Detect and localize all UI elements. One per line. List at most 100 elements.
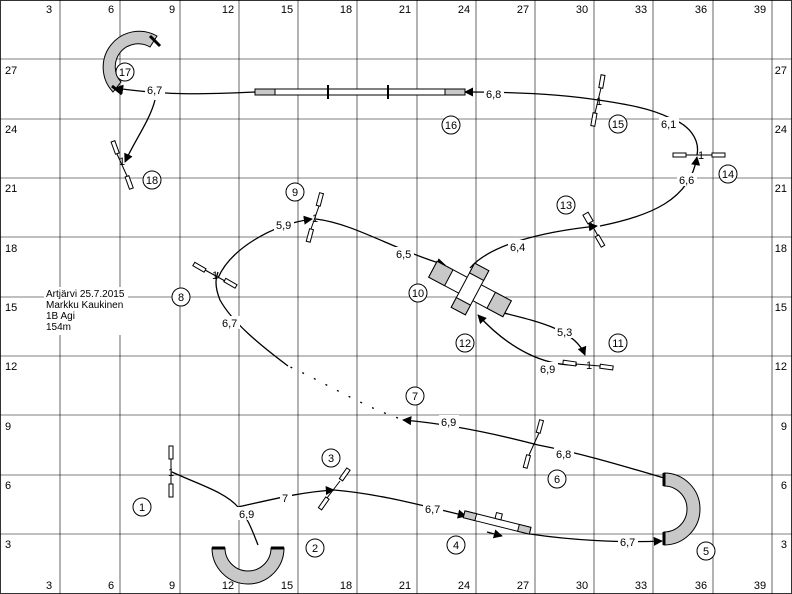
jump-3 bbox=[317, 467, 351, 511]
distance-label: 6,6 bbox=[677, 173, 697, 187]
svg-text:6,6: 6,6 bbox=[679, 175, 694, 187]
y-tick-label: 12 bbox=[5, 361, 17, 373]
svg-text:6,7: 6,7 bbox=[620, 537, 635, 549]
x-tick-label: 33 bbox=[635, 4, 647, 16]
number-7: 7 bbox=[405, 386, 425, 406]
jump-13 bbox=[582, 211, 606, 248]
path-17-18 bbox=[124, 99, 156, 163]
y-tick-label: 18 bbox=[5, 243, 17, 255]
path-8-9 bbox=[217, 215, 313, 279]
svg-text:6,5: 6,5 bbox=[396, 249, 411, 261]
distance-label: 6,4 bbox=[508, 240, 528, 254]
svg-text:6,9: 6,9 bbox=[441, 417, 456, 429]
y-tick-label: 3 bbox=[781, 539, 787, 551]
distance-label: 6,8 bbox=[484, 87, 504, 101]
y-tick-label: 21 bbox=[775, 183, 787, 195]
number-16: 16 bbox=[441, 115, 461, 135]
tunnel-5 bbox=[662, 472, 701, 546]
distance-label: 6,7 bbox=[423, 502, 443, 516]
svg-text:8: 8 bbox=[178, 292, 184, 304]
path-10-11 bbox=[499, 311, 587, 356]
number-17: 17 bbox=[115, 62, 135, 82]
distance-label: 6,7 bbox=[220, 316, 240, 330]
jump-1: 1 bbox=[168, 445, 174, 498]
svg-text:6,7: 6,7 bbox=[147, 85, 162, 97]
svg-text:1: 1 bbox=[312, 213, 318, 225]
number-14: 14 bbox=[718, 164, 738, 184]
distance-label: 6,9 bbox=[439, 415, 459, 429]
svg-text:1: 1 bbox=[212, 270, 218, 282]
obstacles: 1 bbox=[102, 30, 726, 585]
path-16-17 bbox=[114, 84, 257, 95]
distance-label: 5,3 bbox=[555, 325, 575, 339]
path-8 bbox=[215, 271, 289, 367]
x-tick-label: 36 bbox=[695, 580, 707, 592]
jump-9: 1 bbox=[305, 192, 325, 243]
svg-text:6,7: 6,7 bbox=[222, 318, 237, 330]
jump-8: 1 bbox=[192, 261, 238, 289]
svg-text:6,8: 6,8 bbox=[556, 449, 571, 461]
course-path bbox=[114, 84, 701, 546]
distance-label: 6,7 bbox=[145, 83, 165, 97]
tunnel-2 bbox=[211, 546, 285, 585]
svg-text:11: 11 bbox=[612, 338, 623, 350]
x-tick-label: 18 bbox=[340, 580, 352, 592]
dogwalk-16 bbox=[254, 85, 466, 99]
y-tick-label: 9 bbox=[5, 421, 11, 433]
x-tick-label: 27 bbox=[517, 580, 529, 592]
svg-text:15: 15 bbox=[612, 119, 624, 131]
x-tick-label: 21 bbox=[399, 580, 411, 592]
svg-text:5,3: 5,3 bbox=[557, 327, 572, 339]
x-tick-label: 15 bbox=[281, 4, 293, 16]
svg-text:1: 1 bbox=[139, 502, 145, 514]
distance-label: 5,9 bbox=[274, 218, 294, 232]
x-tick-label: 12 bbox=[222, 4, 234, 16]
path-4-5 bbox=[529, 533, 663, 546]
x-axis-bottom: 3 6 9 12 15 18 21 24 27 30 33 36 39 bbox=[46, 580, 766, 592]
svg-text:10: 10 bbox=[412, 288, 424, 300]
number-9: 9 bbox=[285, 182, 305, 202]
tunnel-10-12-cross bbox=[450, 262, 490, 316]
x-tick-label: 21 bbox=[399, 4, 411, 16]
x-tick-label: 6 bbox=[108, 4, 114, 16]
y-axis-right: 27 24 21 18 15 12 9 6 3 bbox=[775, 65, 787, 551]
y-axis-left: 27 24 21 18 15 12 9 6 3 bbox=[5, 65, 17, 551]
y-tick-label: 9 bbox=[781, 421, 787, 433]
distance-label: 6,5 bbox=[394, 247, 414, 261]
number-3: 3 bbox=[321, 448, 341, 468]
svg-text:6,9: 6,9 bbox=[239, 509, 254, 521]
svg-text:6,4: 6,4 bbox=[510, 242, 525, 254]
svg-text:17: 17 bbox=[119, 67, 131, 79]
path-11-12 bbox=[477, 314, 578, 366]
x-tick-label: 3 bbox=[46, 4, 52, 16]
svg-text:7: 7 bbox=[412, 391, 418, 403]
tunnel-17 bbox=[102, 30, 162, 96]
path-6-7 bbox=[402, 416, 539, 446]
x-tick-label: 9 bbox=[169, 4, 175, 16]
x-tick-label: 36 bbox=[695, 4, 707, 16]
y-tick-label: 3 bbox=[5, 539, 11, 551]
y-tick-label: 6 bbox=[5, 480, 11, 492]
x-tick-label: 33 bbox=[635, 580, 647, 592]
svg-text:1: 1 bbox=[596, 96, 602, 108]
x-tick-label: 30 bbox=[576, 4, 588, 16]
number-6: 6 bbox=[547, 469, 567, 489]
jump-11: 1 bbox=[562, 359, 614, 372]
svg-text:5,9: 5,9 bbox=[276, 220, 291, 232]
svg-text:18: 18 bbox=[146, 175, 158, 187]
svg-text:9: 9 bbox=[292, 187, 298, 199]
y-tick-label: 24 bbox=[5, 124, 17, 136]
path-12-13 bbox=[469, 222, 598, 269]
svg-text:12: 12 bbox=[459, 338, 471, 350]
svg-text:4: 4 bbox=[453, 540, 459, 552]
number-15: 15 bbox=[608, 114, 628, 134]
y-tick-label: 6 bbox=[781, 480, 787, 492]
path-5-6 bbox=[537, 444, 665, 479]
course-judge: Markku Kaukinen bbox=[46, 300, 123, 311]
number-8: 8 bbox=[171, 287, 191, 307]
number-13: 13 bbox=[556, 195, 576, 215]
path-3-4 bbox=[333, 489, 467, 519]
svg-text:7: 7 bbox=[282, 493, 288, 505]
y-tick-label: 15 bbox=[775, 302, 787, 314]
